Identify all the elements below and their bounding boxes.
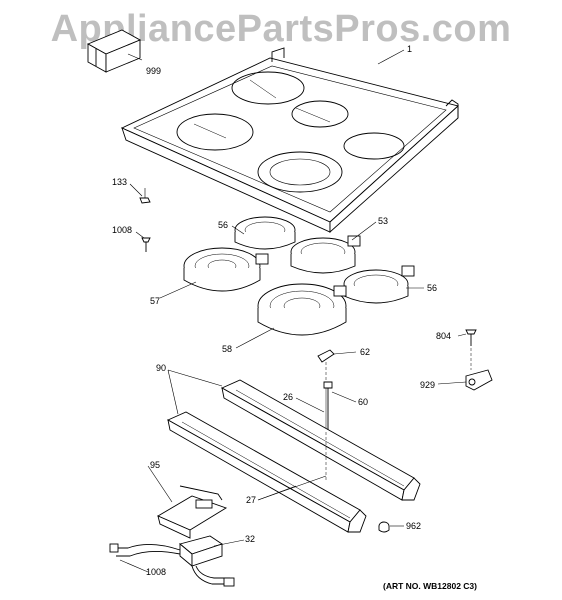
part-962-foot[interactable]	[378, 521, 390, 533]
part-90-rail-back[interactable]	[220, 379, 421, 501]
callout-962[interactable]: 962	[406, 521, 422, 531]
callout-56-right[interactable]: 56	[427, 283, 438, 293]
part-60-sensor[interactable]	[323, 381, 333, 432]
callout-58[interactable]: 58	[222, 344, 233, 354]
callout-27[interactable]: 27	[246, 495, 257, 505]
part-1-cooktop[interactable]	[120, 47, 459, 234]
callout-95[interactable]: 95	[150, 460, 161, 470]
callout-62[interactable]: 62	[360, 347, 371, 357]
callout-53[interactable]: 53	[378, 216, 389, 226]
callout-57[interactable]: 57	[150, 296, 161, 306]
callout-26[interactable]: 26	[283, 392, 294, 402]
part-57-element-left[interactable]	[183, 247, 269, 292]
part-53-element-back-right[interactable]	[290, 235, 361, 274]
part-62-bracket[interactable]	[317, 349, 335, 380]
part-56-element-right[interactable]	[343, 265, 415, 304]
callout-1008-upper[interactable]: 1008	[112, 225, 133, 235]
callout-32[interactable]: 32	[245, 534, 256, 544]
part-90-rail-front[interactable]	[166, 411, 367, 533]
part-95-bracket[interactable]	[157, 485, 228, 539]
callout-999[interactable]: 999	[146, 66, 162, 76]
part-133-clip[interactable]	[139, 188, 151, 204]
part-58-element-front[interactable]	[257, 283, 347, 336]
part-929-bracket[interactable]	[465, 369, 493, 391]
callout-929[interactable]: 929	[420, 380, 436, 390]
callout-60[interactable]: 60	[358, 397, 369, 407]
callout-1008-lower[interactable]: 1008	[146, 567, 167, 577]
leader-lines	[119, 49, 467, 573]
part-1008-screw[interactable]	[141, 237, 151, 252]
art-number: (ART NO. WB12802 C3)	[383, 581, 477, 591]
part-804-screw[interactable]	[465, 329, 477, 370]
part-999-box[interactable]	[86, 29, 142, 73]
callout-133[interactable]: 133	[112, 177, 128, 187]
callout-804[interactable]: 804	[436, 331, 452, 341]
callout-1[interactable]: 1	[407, 44, 413, 54]
part-56-element-back-left[interactable]	[234, 216, 296, 250]
part-32-harness[interactable]	[109, 535, 235, 587]
callout-90[interactable]: 90	[156, 363, 167, 373]
callout-56-back-left[interactable]: 56	[218, 220, 229, 230]
